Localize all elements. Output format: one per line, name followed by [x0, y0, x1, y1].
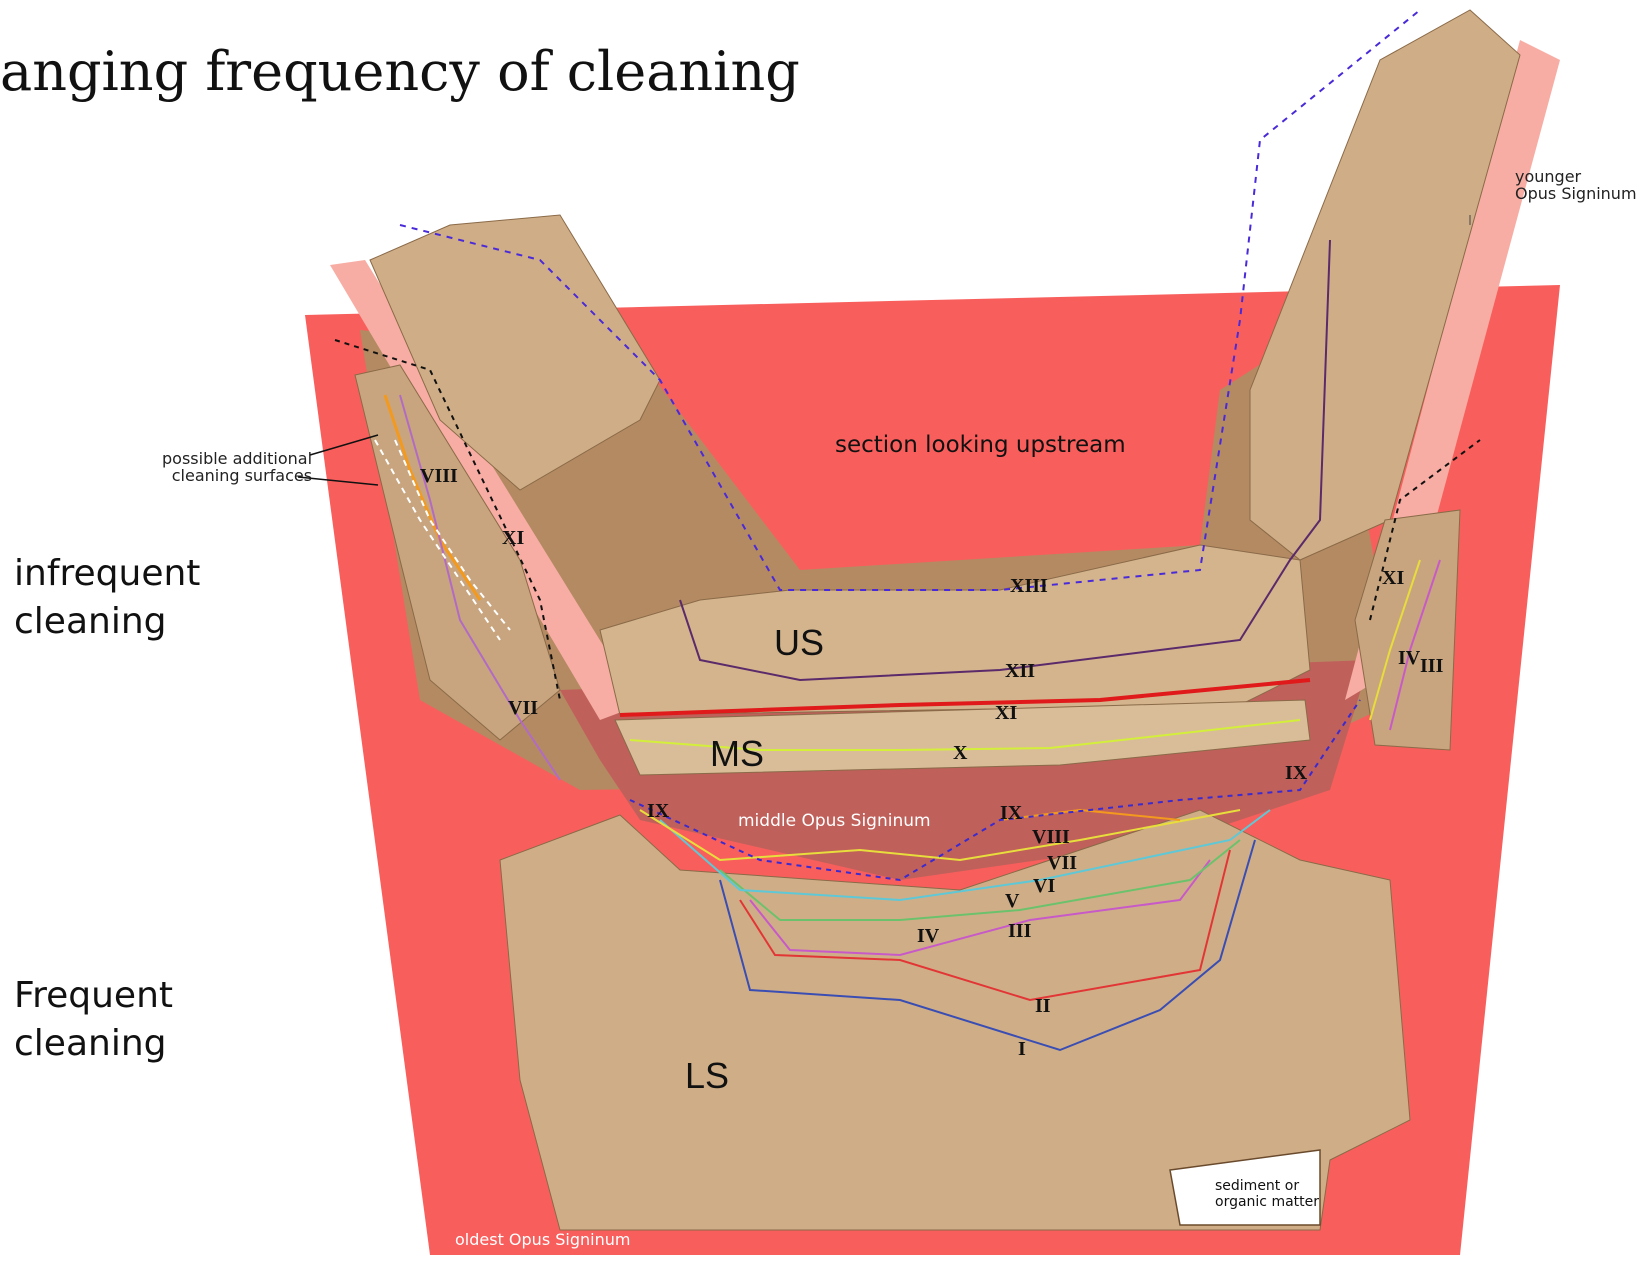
numeral-IV: IV	[917, 925, 939, 948]
numeral-X: X	[953, 742, 967, 765]
possible-surfaces-note: possible additional cleaning surfaces	[162, 450, 312, 484]
numeral-VII-left: VII	[508, 697, 538, 720]
sediment-label: sediment or organic matter	[1215, 1178, 1319, 1210]
numeral-XI-left: XI	[502, 527, 524, 550]
numeral-I: I	[1018, 1038, 1026, 1061]
infrequent-cleaning-label: infrequent cleaning	[14, 550, 200, 646]
numeral-II: II	[1035, 995, 1051, 1018]
ls-label: LS	[685, 1055, 729, 1097]
numeral-VIII: VIII	[1032, 826, 1070, 849]
numeral-XII: XII	[1005, 660, 1035, 683]
oldest-mortar-label: oldest Opus Signinum	[455, 1230, 630, 1249]
us-label: US	[774, 622, 824, 664]
numeral-III: III	[1008, 920, 1031, 943]
numeral-V: V	[1005, 890, 1019, 913]
numeral-XIII: XIII	[1010, 575, 1048, 598]
numeral-IX-left: IX	[647, 800, 669, 823]
middle-mortar-label: middle Opus Signinum	[738, 811, 931, 831]
numeral-VI: VI	[1033, 875, 1055, 898]
frequent-cleaning-label: Frequent cleaning	[14, 972, 173, 1068]
numeral-IX-mid: IX	[1000, 802, 1022, 825]
numeral-IX-right: IX	[1285, 762, 1307, 785]
numeral-VII: VII	[1047, 852, 1077, 875]
numeral-VIII-left: VIII	[420, 465, 458, 488]
section-label: section looking upstream	[835, 432, 1126, 458]
numeral-XI: XI	[995, 702, 1017, 725]
numeral-IV-right: IV	[1398, 647, 1420, 670]
numeral-XI-right: XI	[1382, 567, 1404, 590]
page-title: anging frequency of cleaning	[0, 40, 800, 103]
younger-mortar-label: younger Opus Signinum	[1515, 168, 1637, 202]
numeral-III-right: III	[1420, 655, 1443, 678]
ms-label: MS	[710, 733, 764, 775]
